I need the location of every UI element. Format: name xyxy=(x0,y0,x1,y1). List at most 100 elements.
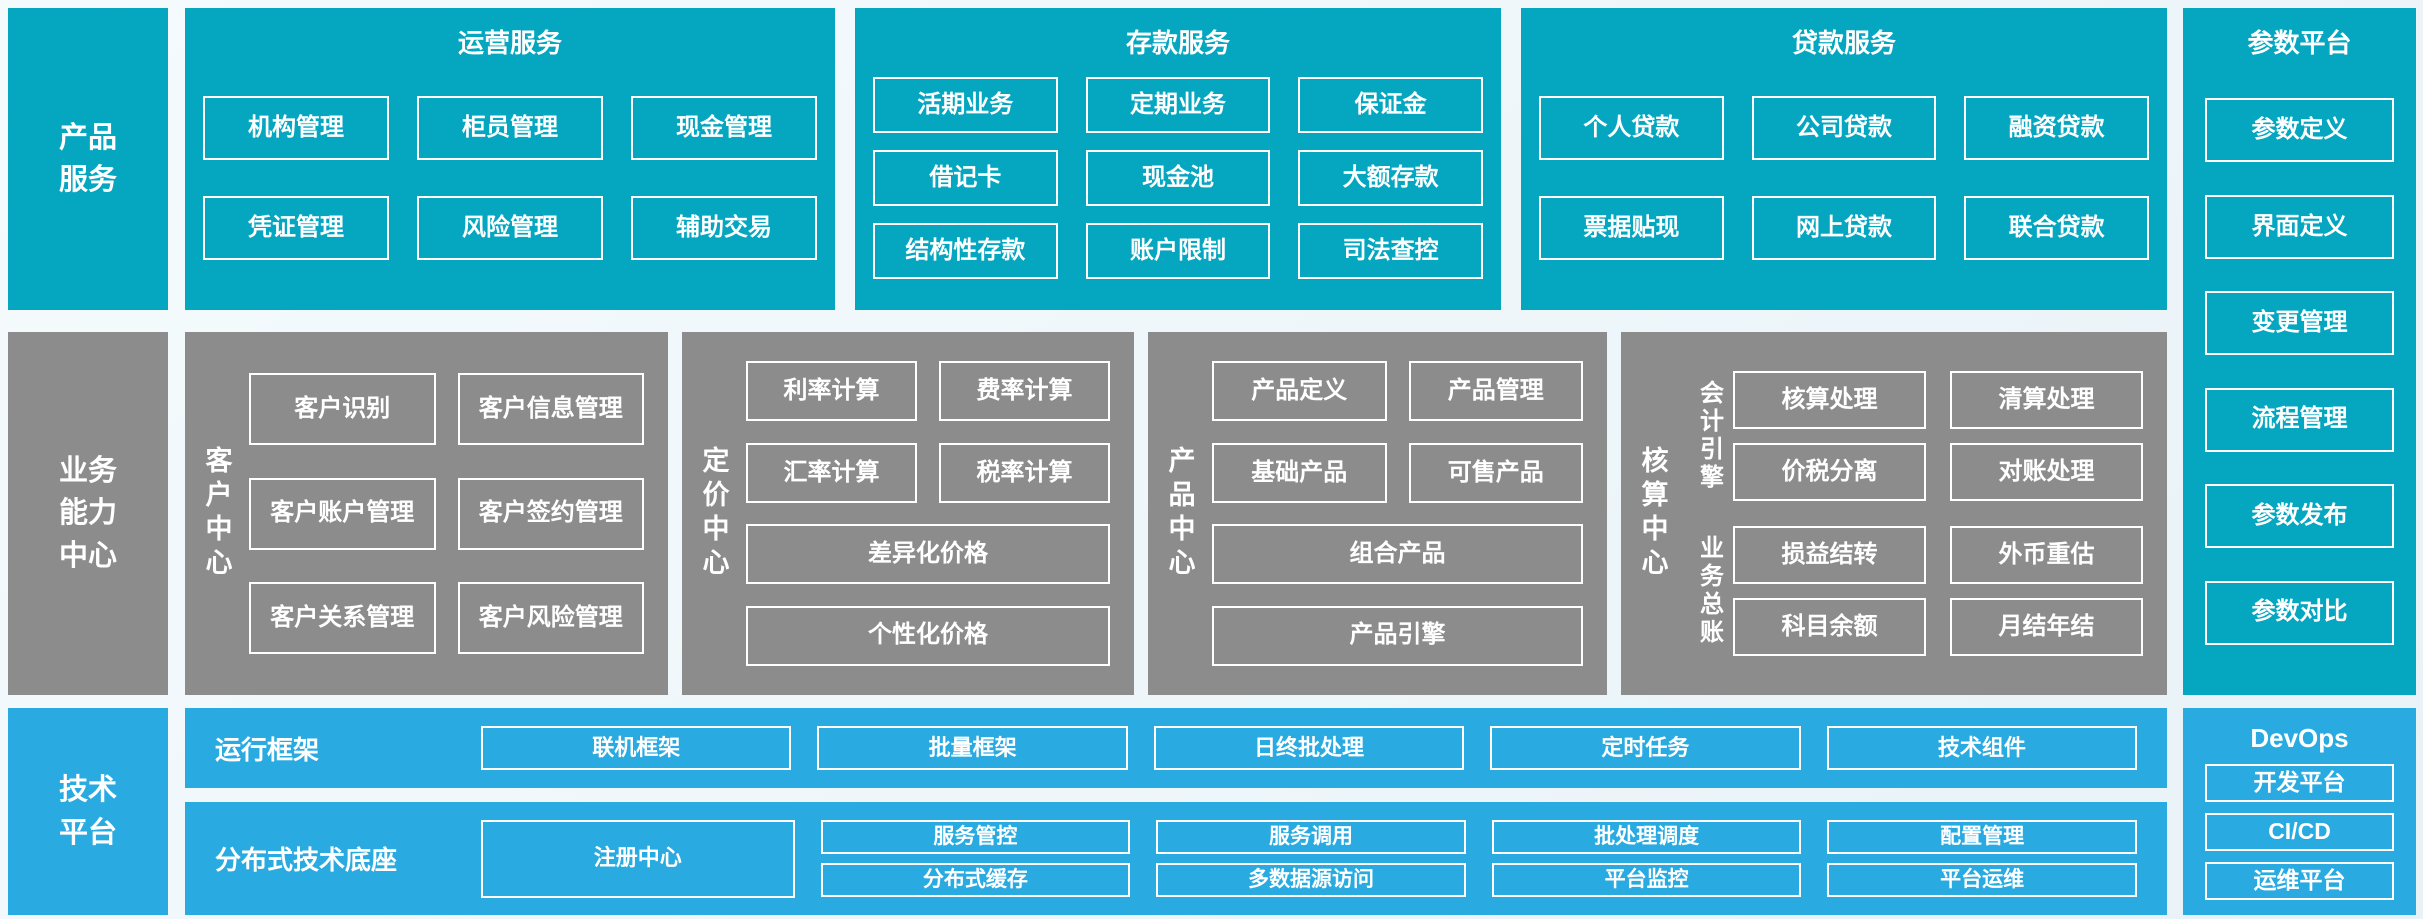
box-column: 服务调用 多数据源访问 xyxy=(1156,820,1466,897)
item-box: 日终批处理 xyxy=(1153,726,1465,770)
panel-pricing-center: 定价中心 利率计算 费率计算 汇率计算 税率计算 差异化价格 个性化价格 xyxy=(682,332,1134,695)
panel-operation-services: 运营服务 机构管理 柜员管理 现金管理 凭证管理 风险管理 辅助交易 xyxy=(185,8,835,310)
item-box: 机构管理 xyxy=(203,96,389,160)
item-box: 差异化价格 xyxy=(746,524,1110,585)
row-label-text: 技术 平台 xyxy=(58,774,117,849)
item-box: 辅助交易 xyxy=(631,196,817,260)
item-box: 产品引擎 xyxy=(1212,605,1583,666)
item-box: 柜员管理 xyxy=(417,96,603,160)
item-box: 损益结转 xyxy=(1733,526,1926,584)
item-box: 客户识别 xyxy=(249,372,436,445)
item-box: 外币重估 xyxy=(1950,526,2143,584)
item-box: 账户限制 xyxy=(1085,223,1271,279)
item-box: 服务管控 xyxy=(820,820,1131,854)
panel-deposit-services: 存款服务 活期业务 定期业务 保证金 借记卡 现金池 大额存款 结构性存款 账户… xyxy=(855,8,1501,310)
panel-grid: 客户识别 客户信息管理 客户账户管理 客户签约管理 客户关系管理 客户风险管理 xyxy=(249,332,668,695)
item-box: 利率计算 xyxy=(746,361,917,422)
item-box: 客户账户管理 xyxy=(249,477,436,550)
item-box: 技术组件 xyxy=(1826,726,2138,770)
group-vertical-label: 业务总账 xyxy=(1685,526,1733,656)
item-box: 联机框架 xyxy=(481,726,792,770)
item-box: 界面定义 xyxy=(2205,194,2394,259)
panel-product-center: 产品中心 产品定义 产品管理 基础产品 可售产品 组合产品 产品引擎 xyxy=(1148,332,1607,695)
item-box: 费率计算 xyxy=(939,361,1110,422)
item-box: 结构性存款 xyxy=(873,223,1058,279)
item-box: 定期业务 xyxy=(1085,77,1271,133)
item-box: 活期业务 xyxy=(873,77,1058,133)
panel-parameter-platform: 参数平台 参数定义 界面定义 变更管理 流程管理 参数发布 参数对比 xyxy=(2183,8,2416,695)
vertical-label-text: 产品中心 xyxy=(1164,445,1195,582)
panel-vertical-label: 定价中心 xyxy=(682,332,746,695)
item-box: 可售产品 xyxy=(1408,442,1583,503)
item-box: 定时任务 xyxy=(1490,726,1801,770)
row-label-business-center: 业务 能力 中心 xyxy=(8,332,168,695)
vertical-label-text: 核算中心 xyxy=(1637,445,1668,582)
group-vertical-label: 会计引擎 xyxy=(1685,371,1733,501)
item-box: 科目余额 xyxy=(1733,598,1926,656)
panel-stack: 开发平台 CI/CD 运维平台 xyxy=(2183,754,2416,915)
item-box: 联合贷款 xyxy=(1964,196,2149,260)
panel-title: 贷款服务 xyxy=(1791,28,1896,58)
item-box: 客户关系管理 xyxy=(249,582,436,655)
panel-grid: 损益结转 外币重估 科目余额 月结年结 xyxy=(1733,526,2143,656)
row-label-text: 业务 能力 中心 xyxy=(58,455,117,572)
item-box: 清算处理 xyxy=(1950,371,2143,429)
item-box: 平台监控 xyxy=(1491,863,1802,897)
box-column: 配置管理 平台运维 xyxy=(1827,820,2137,897)
panel-vertical-label: 核算中心 xyxy=(1621,332,1685,695)
accounting-group-ledger: 业务总账 损益结转 外币重估 科目余额 月结年结 xyxy=(1685,526,2143,656)
panel-distributed-base: 分布式技术底座 注册中心 服务管控 分布式缓存 服务调用 多数据源访问 批处理调… xyxy=(185,802,2167,915)
item-box: 流程管理 xyxy=(2205,387,2394,452)
item-box: 税率计算 xyxy=(939,442,1110,503)
item-box: 公司贷款 xyxy=(1751,96,1937,160)
item-box: 产品管理 xyxy=(1408,361,1583,422)
item-box: 客户风险管理 xyxy=(457,582,644,655)
vertical-label-text: 客户中心 xyxy=(201,445,232,582)
panel-stack: 参数定义 界面定义 变更管理 流程管理 参数发布 参数对比 xyxy=(2183,60,2416,695)
row-label-tech-platform: 技术 平台 xyxy=(8,708,168,915)
item-box: 对账处理 xyxy=(1950,443,2143,501)
item-box: 价税分离 xyxy=(1733,443,1926,501)
item-box: 变更管理 xyxy=(2205,291,2394,356)
panel-title: DevOps xyxy=(2250,723,2349,753)
panel-grid: 利率计算 费率计算 汇率计算 税率计算 差异化价格 个性化价格 xyxy=(746,332,1134,695)
item-box: 组合产品 xyxy=(1212,524,1583,585)
panel-grid: 核算处理 清算处理 价税分离 对账处理 xyxy=(1733,371,2143,501)
item-box: 风险管理 xyxy=(417,196,603,260)
item-box: 汇率计算 xyxy=(746,442,917,503)
item-box: 服务调用 xyxy=(1156,820,1466,854)
row-label-product-services: 产品 服务 xyxy=(8,8,168,310)
item-box: 基础产品 xyxy=(1212,442,1387,503)
item-box: 月结年结 xyxy=(1950,598,2143,656)
item-box: 票据贴现 xyxy=(1539,196,1724,260)
item-box: 网上贷款 xyxy=(1751,196,1937,260)
item-box: 批量框架 xyxy=(817,726,1128,770)
item-box: 参数定义 xyxy=(2205,98,2394,163)
panel-grid: 机构管理 柜员管理 现金管理 凭证管理 风险管理 辅助交易 xyxy=(185,60,835,310)
panel-title: 运营服务 xyxy=(457,28,562,58)
panel-runtime-framework: 运行框架 联机框架 批量框架 日终批处理 定时任务 技术组件 xyxy=(185,708,2167,788)
panel-grid: 活期业务 定期业务 保证金 借记卡 现金池 大额存款 结构性存款 账户限制 司法… xyxy=(855,60,1501,310)
item-box: 保证金 xyxy=(1298,77,1483,133)
item-box: 配置管理 xyxy=(1827,820,2137,854)
item-box: 个人贷款 xyxy=(1539,96,1724,160)
item-box: 分布式缓存 xyxy=(820,863,1131,897)
panel-devops: DevOps 开发平台 CI/CD 运维平台 xyxy=(2183,708,2416,915)
item-box: 开发平台 xyxy=(2205,764,2394,802)
item-box: 产品定义 xyxy=(1212,361,1387,422)
accounting-groups: 会计引擎 核算处理 清算处理 价税分离 对账处理 业务总账 损益结转 外币重估 … xyxy=(1685,332,2167,695)
item-box: 注册中心 xyxy=(481,819,795,898)
item-box: 个性化价格 xyxy=(746,605,1110,666)
item-box: CI/CD xyxy=(2205,813,2394,851)
item-box: 运维平台 xyxy=(2205,862,2394,900)
item-box: 司法查控 xyxy=(1298,223,1483,279)
item-box: 核算处理 xyxy=(1733,371,1926,429)
panel-loan-services: 贷款服务 个人贷款 公司贷款 融资贷款 票据贴现 网上贷款 联合贷款 xyxy=(1521,8,2167,310)
panel-vertical-label: 产品中心 xyxy=(1148,332,1212,695)
panel-customer-center: 客户中心 客户识别 客户信息管理 客户账户管理 客户签约管理 客户关系管理 客户… xyxy=(185,332,668,695)
item-box: 现金管理 xyxy=(631,96,817,160)
vertical-label-text: 业务总账 xyxy=(1695,535,1723,647)
panel-accounting-center: 核算中心 会计引擎 核算处理 清算处理 价税分离 对账处理 业务总账 损 xyxy=(1621,332,2167,695)
item-box: 参数对比 xyxy=(2205,580,2394,645)
item-box: 客户信息管理 xyxy=(457,372,644,445)
